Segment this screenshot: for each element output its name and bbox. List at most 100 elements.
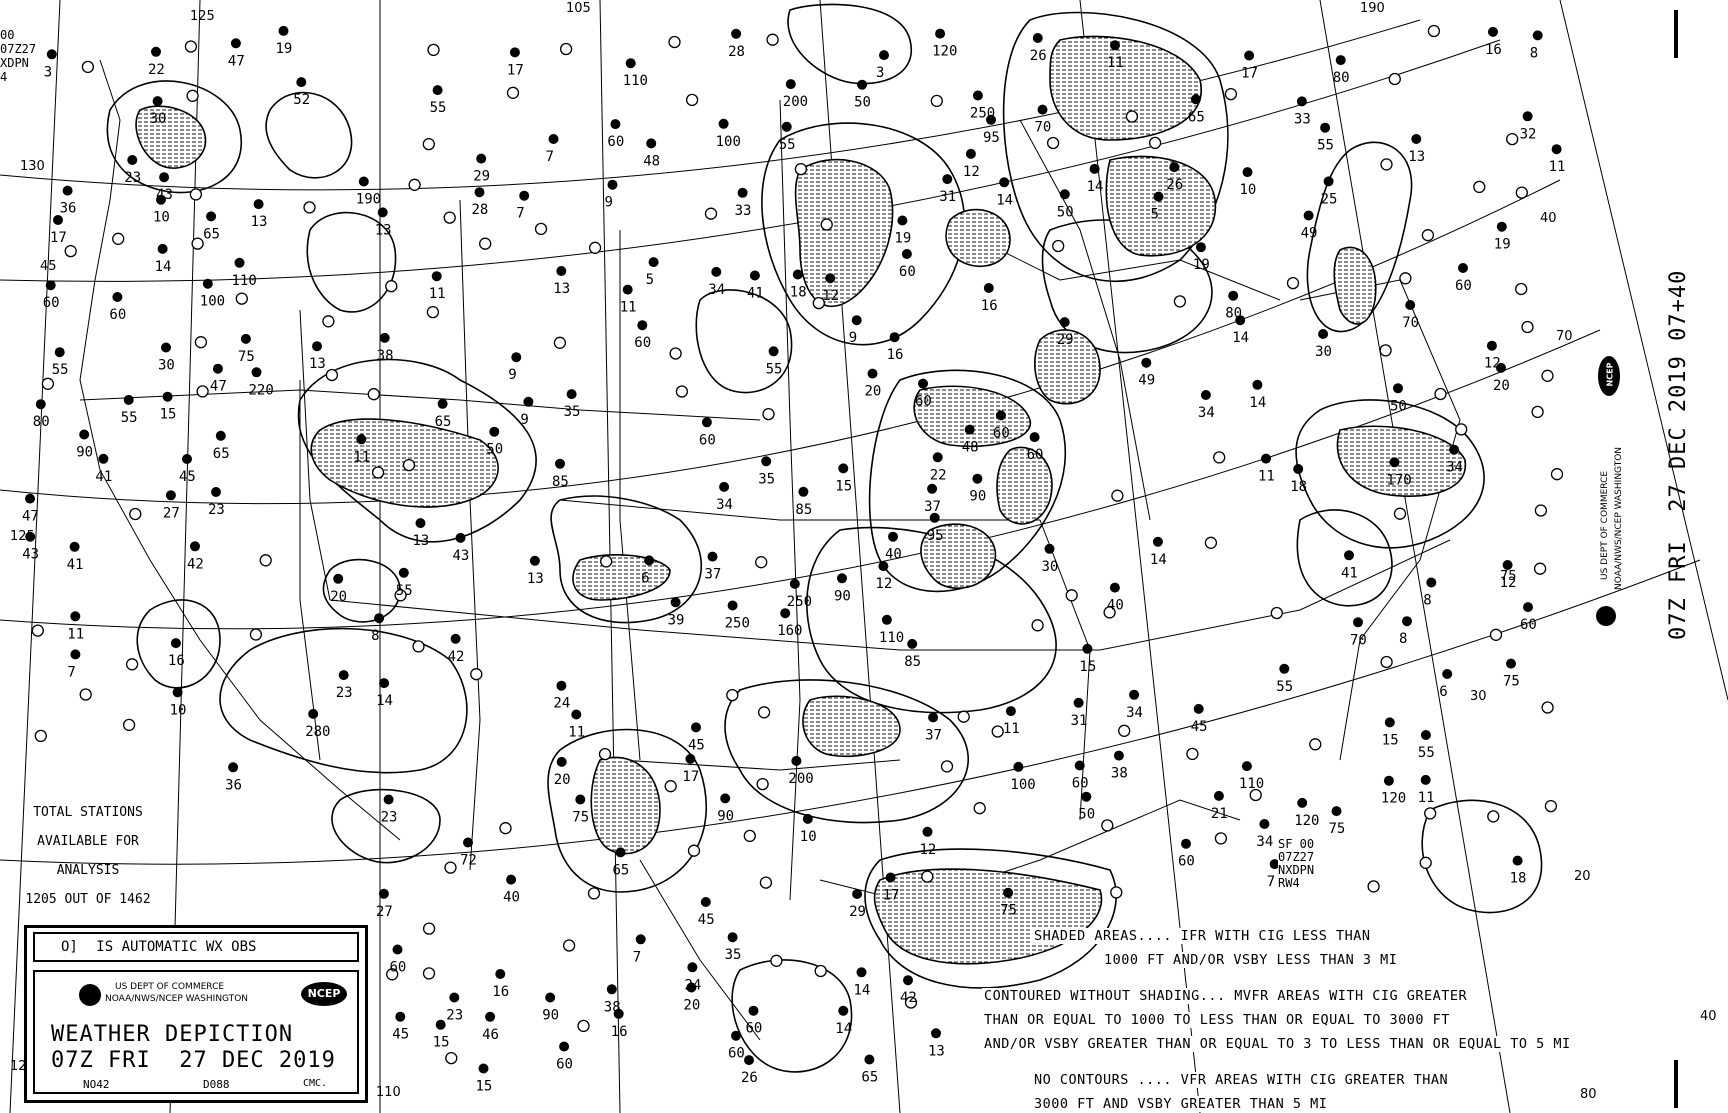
station-marker <box>206 211 217 222</box>
station-marker <box>170 638 181 649</box>
station-marker <box>1335 55 1346 66</box>
station-value: 3 <box>44 64 52 80</box>
header-code-line: 07Z27 <box>0 42 37 56</box>
station-value: 14 <box>155 259 172 275</box>
station-marker <box>1169 162 1180 173</box>
station-marker <box>230 38 241 49</box>
station-marker-clear <box>726 688 739 702</box>
station-value: 11 <box>1549 159 1566 175</box>
station-marker-clear <box>259 554 272 567</box>
station-value: 13 <box>251 214 268 230</box>
station-value: 28 <box>728 44 745 60</box>
station-marker <box>686 982 697 993</box>
station-marker <box>1320 122 1331 133</box>
station-marker-clear <box>820 218 833 231</box>
station-marker-clear <box>1224 87 1238 101</box>
station-marker <box>1259 819 1270 829</box>
station-marker <box>1200 390 1211 400</box>
station-value: 65 <box>203 226 220 242</box>
station-value: 19 <box>1494 237 1511 253</box>
station-marker-clear <box>422 922 436 935</box>
station-marker-clear <box>756 777 769 791</box>
station-value: 55 <box>121 410 138 426</box>
station-value: 12 <box>875 576 892 592</box>
station-marker <box>1402 616 1412 627</box>
sf-line: 07Z27 <box>1278 850 1315 864</box>
station-marker-clear <box>386 968 399 981</box>
note-contoured: CONTOURED WITHOUT SHADING... MVFR AREAS … <box>982 988 1470 1004</box>
station-marker <box>1113 750 1124 761</box>
station-marker <box>485 1011 496 1022</box>
station-value: 55 <box>1418 745 1435 761</box>
station-value: 90 <box>76 445 93 461</box>
station-marker <box>1013 761 1024 772</box>
station-marker <box>1129 689 1140 700</box>
grid-value: 125 <box>190 9 215 24</box>
station-marker <box>1523 602 1533 613</box>
station-marker <box>838 1005 849 1016</box>
station-value: 220 <box>249 382 274 398</box>
grid-value: 45 <box>40 259 57 274</box>
station-marker <box>995 410 1006 421</box>
station-value: 10 <box>800 829 817 845</box>
station-marker <box>1393 383 1403 394</box>
station-marker-clear <box>814 964 827 978</box>
station-marker <box>881 614 892 625</box>
station-marker <box>152 96 163 107</box>
station-marker <box>1193 703 1204 714</box>
station-marker <box>999 177 1010 188</box>
station-marker-clear <box>755 556 768 569</box>
station-marker <box>53 215 63 225</box>
station-marker-clear <box>588 241 602 254</box>
station-marker-clear <box>31 624 44 637</box>
grid-value: 190 <box>1360 1 1385 16</box>
station-marker-clear <box>408 178 421 191</box>
note-contoured-3: AND/OR VSBY GREATER THAN OR EQUAL TO 3 T… <box>982 1036 1573 1052</box>
station-marker-clear <box>664 780 677 793</box>
station-value: 17 <box>883 888 900 904</box>
station-marker <box>1195 242 1206 253</box>
station-value: 200 <box>783 94 808 110</box>
header-code-top-left: 00 07Z27 XDPN 4 <box>0 28 37 84</box>
station-value: 60 <box>993 425 1010 441</box>
station-marker <box>474 187 485 198</box>
station-value: 60 <box>1072 776 1089 792</box>
station-marker-clear <box>122 718 136 732</box>
station-marker-clear <box>34 729 47 743</box>
station-marker-clear <box>1515 186 1528 199</box>
station-marker-clear <box>1421 229 1435 242</box>
station-marker <box>1458 263 1468 273</box>
station-value: 14 <box>1087 179 1104 195</box>
station-value: 100 <box>1010 777 1035 793</box>
side-time: 07Z FRI 27 DEC 2019 07+40 <box>1666 269 1691 640</box>
station-value: 5 <box>1151 207 1159 223</box>
station-marker-clear <box>757 706 771 719</box>
station-marker <box>700 897 711 907</box>
stations-line-1: TOTAL STATIONS <box>33 805 143 820</box>
station-value: 48 <box>962 440 979 456</box>
station-marker <box>1323 176 1334 187</box>
stations-available: TOTAL STATIONS AVAILABLE FOR ANALYSIS 12… <box>0 798 176 914</box>
station-marker <box>1109 582 1120 593</box>
station-marker <box>395 1011 406 1022</box>
station-marker-clear <box>1204 536 1218 549</box>
station-marker-clear <box>577 1019 590 1033</box>
station-marker <box>449 992 460 1003</box>
station-marker-clear <box>600 555 613 568</box>
station-marker <box>727 932 738 943</box>
station-value: 31 <box>939 189 956 205</box>
station-marker-clear <box>1118 724 1131 737</box>
station-value: 110 <box>879 630 904 646</box>
station-marker <box>374 613 385 624</box>
station-marker <box>519 190 530 201</box>
station-value: 90 <box>717 808 734 824</box>
station-marker <box>1318 329 1329 339</box>
station-marker <box>79 429 90 440</box>
station-value: 22 <box>148 62 165 78</box>
station-marker-clear <box>1531 405 1544 419</box>
code-right: CMC. <box>303 1078 328 1089</box>
station-marker-clear <box>1031 619 1044 632</box>
station-marker <box>748 1005 759 1016</box>
station-value: 70 <box>1350 632 1367 648</box>
station-marker <box>798 486 809 497</box>
